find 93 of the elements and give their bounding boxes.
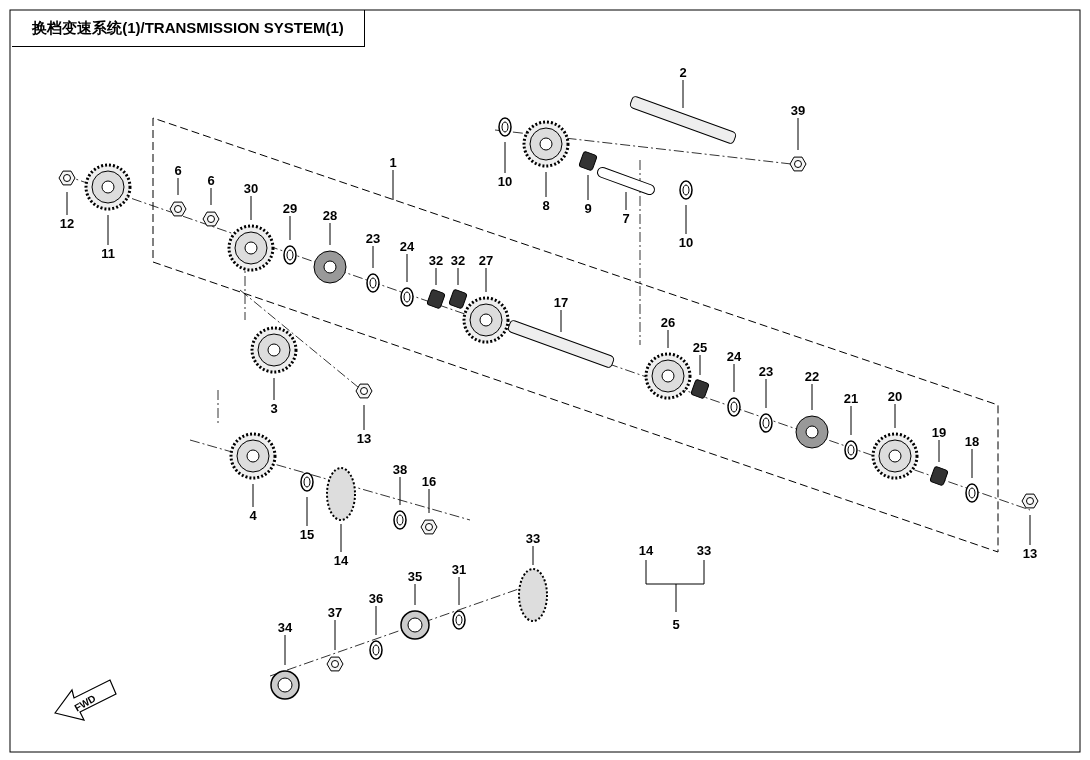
leader-line: [372, 245, 374, 269]
callout-number: 33: [695, 542, 713, 558]
leader-line: [797, 117, 799, 151]
leader-line: [894, 403, 896, 429]
callout-number: 37: [326, 604, 344, 620]
leader-line: [66, 191, 68, 216]
leader-line: [340, 523, 342, 553]
leader-line: [1029, 514, 1031, 546]
callout-number: 32: [449, 252, 467, 268]
callout-number: 21: [842, 390, 860, 406]
leader-line: [107, 214, 109, 246]
title: 换档变速系统(1)/TRANSMISSION SYSTEM(1): [12, 10, 365, 47]
leader-line: [699, 354, 701, 376]
callout-number: 33: [524, 530, 542, 546]
leader-line: [850, 405, 852, 436]
callout-number: 19: [930, 424, 948, 440]
leader-line: [406, 253, 408, 283]
leader-line: [811, 383, 813, 411]
leader-line: [765, 378, 767, 409]
leader-line: [435, 267, 437, 286]
callout-number: 23: [364, 230, 382, 246]
callout-number: 27: [477, 252, 495, 268]
callout-number: 18: [963, 433, 981, 449]
leader-line: [428, 488, 430, 514]
leader-line: [210, 187, 212, 206]
callout-number: 5: [671, 616, 681, 632]
leader-line: [545, 171, 547, 198]
leader-line: [682, 79, 684, 109]
leader-line: [399, 476, 401, 506]
leader-line: [392, 169, 394, 201]
leader-line: [363, 404, 365, 431]
callout-number: 39: [789, 102, 807, 118]
callout-number: 26: [659, 314, 677, 330]
callout-number: 14: [332, 552, 350, 568]
leader-line: [504, 141, 506, 174]
leader-line: [667, 329, 669, 349]
leader-line: [329, 222, 331, 246]
callout-number: 15: [298, 526, 316, 542]
callout-number: 34: [276, 619, 294, 635]
callout-number: 1: [388, 154, 398, 170]
callout-number: 35: [406, 568, 424, 584]
leader-line: [414, 583, 416, 606]
callout-number: 8: [541, 197, 551, 213]
leader-line: [273, 377, 275, 401]
callout-number: 38: [391, 461, 409, 477]
callout-number: 24: [725, 348, 743, 364]
leader-line: [289, 215, 291, 241]
callout-number: 12: [58, 215, 76, 231]
callout-number: 13: [355, 430, 373, 446]
leader-line: [485, 267, 487, 293]
leader-line: [375, 605, 377, 636]
callout-number: 31: [450, 561, 468, 577]
callout-number: 25: [691, 339, 709, 355]
leader-line: [532, 545, 534, 566]
callout-number: 16: [420, 473, 438, 489]
callout-number: 29: [281, 200, 299, 216]
callout-number: 30: [242, 180, 260, 196]
leader-line: [938, 439, 940, 463]
leader-line: [625, 191, 627, 211]
leader-line: [252, 483, 254, 508]
callout-number: 7: [621, 210, 631, 226]
leader-line: [733, 363, 735, 393]
callout-number: 22: [803, 368, 821, 384]
callout-number: 6: [173, 162, 183, 178]
direction-label: FWD: [71, 691, 99, 716]
callout-number: 10: [677, 234, 695, 250]
leader-line: [177, 177, 179, 196]
callout-number: 11: [100, 245, 116, 261]
callout-number: 9: [583, 200, 593, 216]
callout-number: 4: [248, 507, 258, 523]
leader-line: [457, 267, 459, 286]
callout-number: 32: [427, 252, 445, 268]
callout-number: 3: [269, 400, 279, 416]
callout-number: 24: [398, 238, 416, 254]
leader-line: [685, 204, 687, 235]
callout-number: 13: [1021, 545, 1039, 561]
leader-line: [458, 576, 460, 606]
leader-line: [587, 174, 589, 201]
callout-number: 23: [757, 363, 775, 379]
leader-line: [334, 619, 336, 651]
callout-number: 14: [637, 542, 655, 558]
callout-number: 10: [496, 173, 514, 189]
callout-number: 28: [321, 207, 339, 223]
callout-number: 17: [552, 294, 570, 310]
leader-line: [306, 496, 308, 527]
leader-line: [250, 195, 252, 221]
callout-number: 2: [678, 64, 688, 80]
leader-line: [971, 448, 973, 479]
callout-number: 6: [206, 172, 216, 188]
leader-line: [560, 309, 562, 333]
callout-number: 36: [367, 590, 385, 606]
callout-number: 20: [886, 388, 904, 404]
leader-line: [284, 634, 286, 666]
